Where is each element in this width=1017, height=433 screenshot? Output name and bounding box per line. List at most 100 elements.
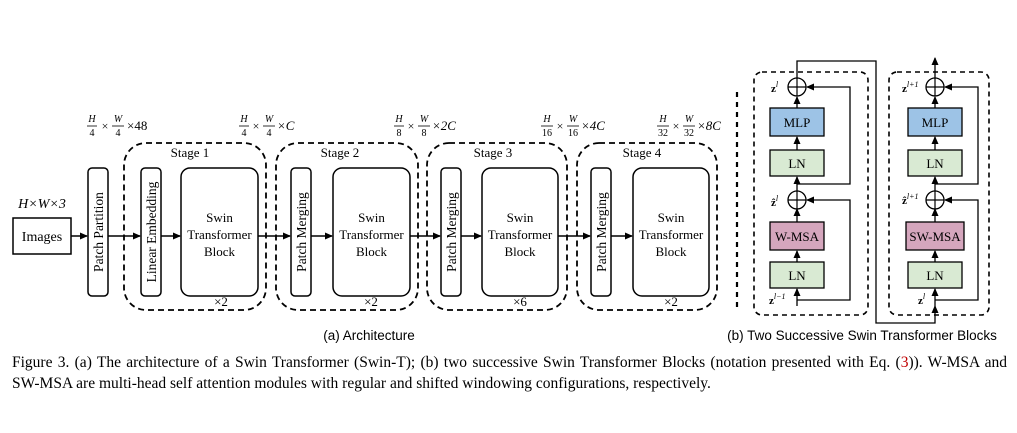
block-left-ln-bottom-box bbox=[769, 261, 825, 289]
stage-3-title: Stage 3 bbox=[474, 145, 513, 160]
svg-text:16: 16 bbox=[568, 128, 578, 139]
images-label: Images bbox=[22, 230, 62, 245]
stage-1-repeat: ×2 bbox=[214, 294, 228, 309]
figure-caption-part2: )). W-MSA and SW-MSA are multi-head self… bbox=[12, 354, 1007, 392]
svg-text:W: W bbox=[265, 114, 275, 125]
svg-text:16: 16 bbox=[542, 128, 552, 139]
stage-2-patch-merging-box bbox=[290, 167, 312, 297]
stage-3-block-line2: Transformer bbox=[488, 227, 553, 242]
block-left: MLP LN W-MSA LN zl ẑl zl−1 bbox=[769, 77, 851, 307]
stage-4-block-line2: Transformer bbox=[639, 227, 704, 242]
stage-1-swin-block bbox=[180, 167, 259, 297]
svg-text:×4C: ×4C bbox=[581, 118, 605, 133]
stage-1-input-dims: H 4 × W 4 ×48 bbox=[87, 114, 147, 139]
stage-4-patch-merging-label: Patch Merging bbox=[594, 192, 609, 272]
figure-caption-part1: Figure 3. (a) The architecture of a Swin… bbox=[12, 354, 901, 371]
block-right-z-out: zl+1 bbox=[902, 80, 919, 95]
stage-2-input-dims: H 4 × W 4 ×C bbox=[239, 114, 295, 139]
block-right-ln-top-box bbox=[907, 149, 963, 177]
block-right-ln-bottom-box bbox=[907, 261, 963, 289]
stage-4-block-line1: Swin bbox=[658, 210, 685, 225]
stage-2-block-line3: Block bbox=[356, 244, 388, 259]
svg-text:×8C: ×8C bbox=[697, 118, 721, 133]
block-left-mlp-label: MLP bbox=[784, 115, 811, 130]
block-right-ln-top-label: LN bbox=[926, 156, 944, 171]
svg-text:4: 4 bbox=[90, 128, 95, 139]
block-left-z-out: zl bbox=[771, 80, 779, 95]
block-right-residual-1 bbox=[935, 196, 979, 301]
input-dims: H×W×3 bbox=[17, 197, 66, 212]
block-left-frame bbox=[753, 71, 869, 316]
block-right-z-in: zl bbox=[918, 292, 926, 307]
block-right-attn-box bbox=[905, 221, 965, 251]
stage-2-swin-block bbox=[332, 167, 411, 297]
stage-3-frame bbox=[426, 142, 568, 311]
equation-reference-link[interactable]: 3 bbox=[900, 354, 909, 371]
block-left-attn-box bbox=[769, 221, 825, 251]
block-left-z-in: zl−1 bbox=[769, 292, 786, 307]
svg-text:H: H bbox=[542, 114, 551, 125]
svg-text:4: 4 bbox=[242, 128, 247, 139]
stage-3-swin-block bbox=[481, 167, 559, 297]
stage-4-block-line3: Block bbox=[655, 244, 687, 259]
svg-text:×: × bbox=[408, 119, 415, 133]
svg-text:H: H bbox=[658, 114, 667, 125]
stage-1-block-line3: Block bbox=[204, 244, 236, 259]
stage-3-patch-merging-label: Patch Merging bbox=[444, 192, 459, 272]
stage-2-repeat: ×2 bbox=[364, 294, 378, 309]
stage-2-title: Stage 2 bbox=[321, 145, 360, 160]
block-left-ln-top-label: LN bbox=[788, 156, 806, 171]
svg-text:4: 4 bbox=[267, 128, 272, 139]
svg-text:32: 32 bbox=[684, 128, 694, 139]
stage-1-title: Stage 1 bbox=[171, 145, 210, 160]
svg-text:H: H bbox=[87, 114, 96, 125]
block-right-attn-label: SW-MSA bbox=[909, 229, 961, 244]
svg-text:×48: ×48 bbox=[127, 118, 147, 133]
output-dims: H 32 × W 32 ×8C bbox=[657, 114, 721, 139]
stage-3-patch-merging-box bbox=[440, 167, 462, 297]
svg-text:×2C: ×2C bbox=[432, 118, 456, 133]
block-left-ln-top-box bbox=[769, 149, 825, 177]
stage-1-block-line1: Swin bbox=[206, 210, 233, 225]
linear-embedding-label: Linear Embedding bbox=[144, 181, 159, 282]
svg-text:W: W bbox=[685, 114, 695, 125]
svg-text:H: H bbox=[239, 114, 248, 125]
block-right-mlp-box bbox=[907, 107, 963, 137]
linear-embedding-box bbox=[140, 167, 162, 297]
svg-text:W: W bbox=[420, 114, 430, 125]
block-left-residual-2 bbox=[797, 83, 851, 185]
stage-2-block-line2: Transformer bbox=[339, 227, 404, 242]
svg-text:4: 4 bbox=[116, 128, 121, 139]
svg-text:×: × bbox=[253, 119, 260, 133]
stage-4-title: Stage 4 bbox=[623, 145, 662, 160]
stage-4-patch-merging-box bbox=[590, 167, 612, 297]
svg-text:×: × bbox=[557, 119, 564, 133]
blocks-caption: (b) Two Successive Swin Transformer Bloc… bbox=[727, 328, 997, 343]
block-right-mlp-label: MLP bbox=[922, 115, 949, 130]
block-right-z-mid: ẑl+1 bbox=[902, 192, 919, 207]
block-left-attn-label: W-MSA bbox=[775, 229, 820, 244]
stage-3-input-dims: H 8 × W 8 ×2C bbox=[394, 114, 456, 139]
block-right: MLP LN SW-MSA LN zl+1 ẑl+1 zl bbox=[902, 57, 979, 307]
stage-2-block-line1: Swin bbox=[358, 210, 385, 225]
block-left-mlp-box bbox=[769, 107, 825, 137]
svg-text:8: 8 bbox=[397, 128, 402, 139]
svg-text:W: W bbox=[114, 114, 124, 125]
stage-2-frame bbox=[275, 142, 419, 311]
block-right-residual-2 bbox=[935, 83, 979, 185]
svg-text:×: × bbox=[102, 119, 109, 133]
stage-4-frame bbox=[576, 142, 718, 311]
stage-3-repeat: ×6 bbox=[513, 294, 527, 309]
stage-4-repeat: ×2 bbox=[664, 294, 678, 309]
connector-block-left-to-right bbox=[796, 60, 939, 324]
patch-partition-box bbox=[87, 167, 109, 297]
stage-4-swin-block bbox=[632, 167, 710, 297]
stage-2-patch-merging-label: Patch Merging bbox=[294, 192, 309, 272]
stage-1-block-line2: Transformer bbox=[187, 227, 252, 242]
block-right-ln-bottom-label: LN bbox=[926, 268, 944, 283]
figure-caption: Figure 3. (a) The architecture of a Swin… bbox=[12, 352, 1007, 394]
patch-partition-label: Patch Partition bbox=[91, 192, 106, 272]
stage-3-block-line3: Block bbox=[504, 244, 536, 259]
stage-4-input-dims: H 16 × W 16 ×4C bbox=[541, 114, 605, 139]
